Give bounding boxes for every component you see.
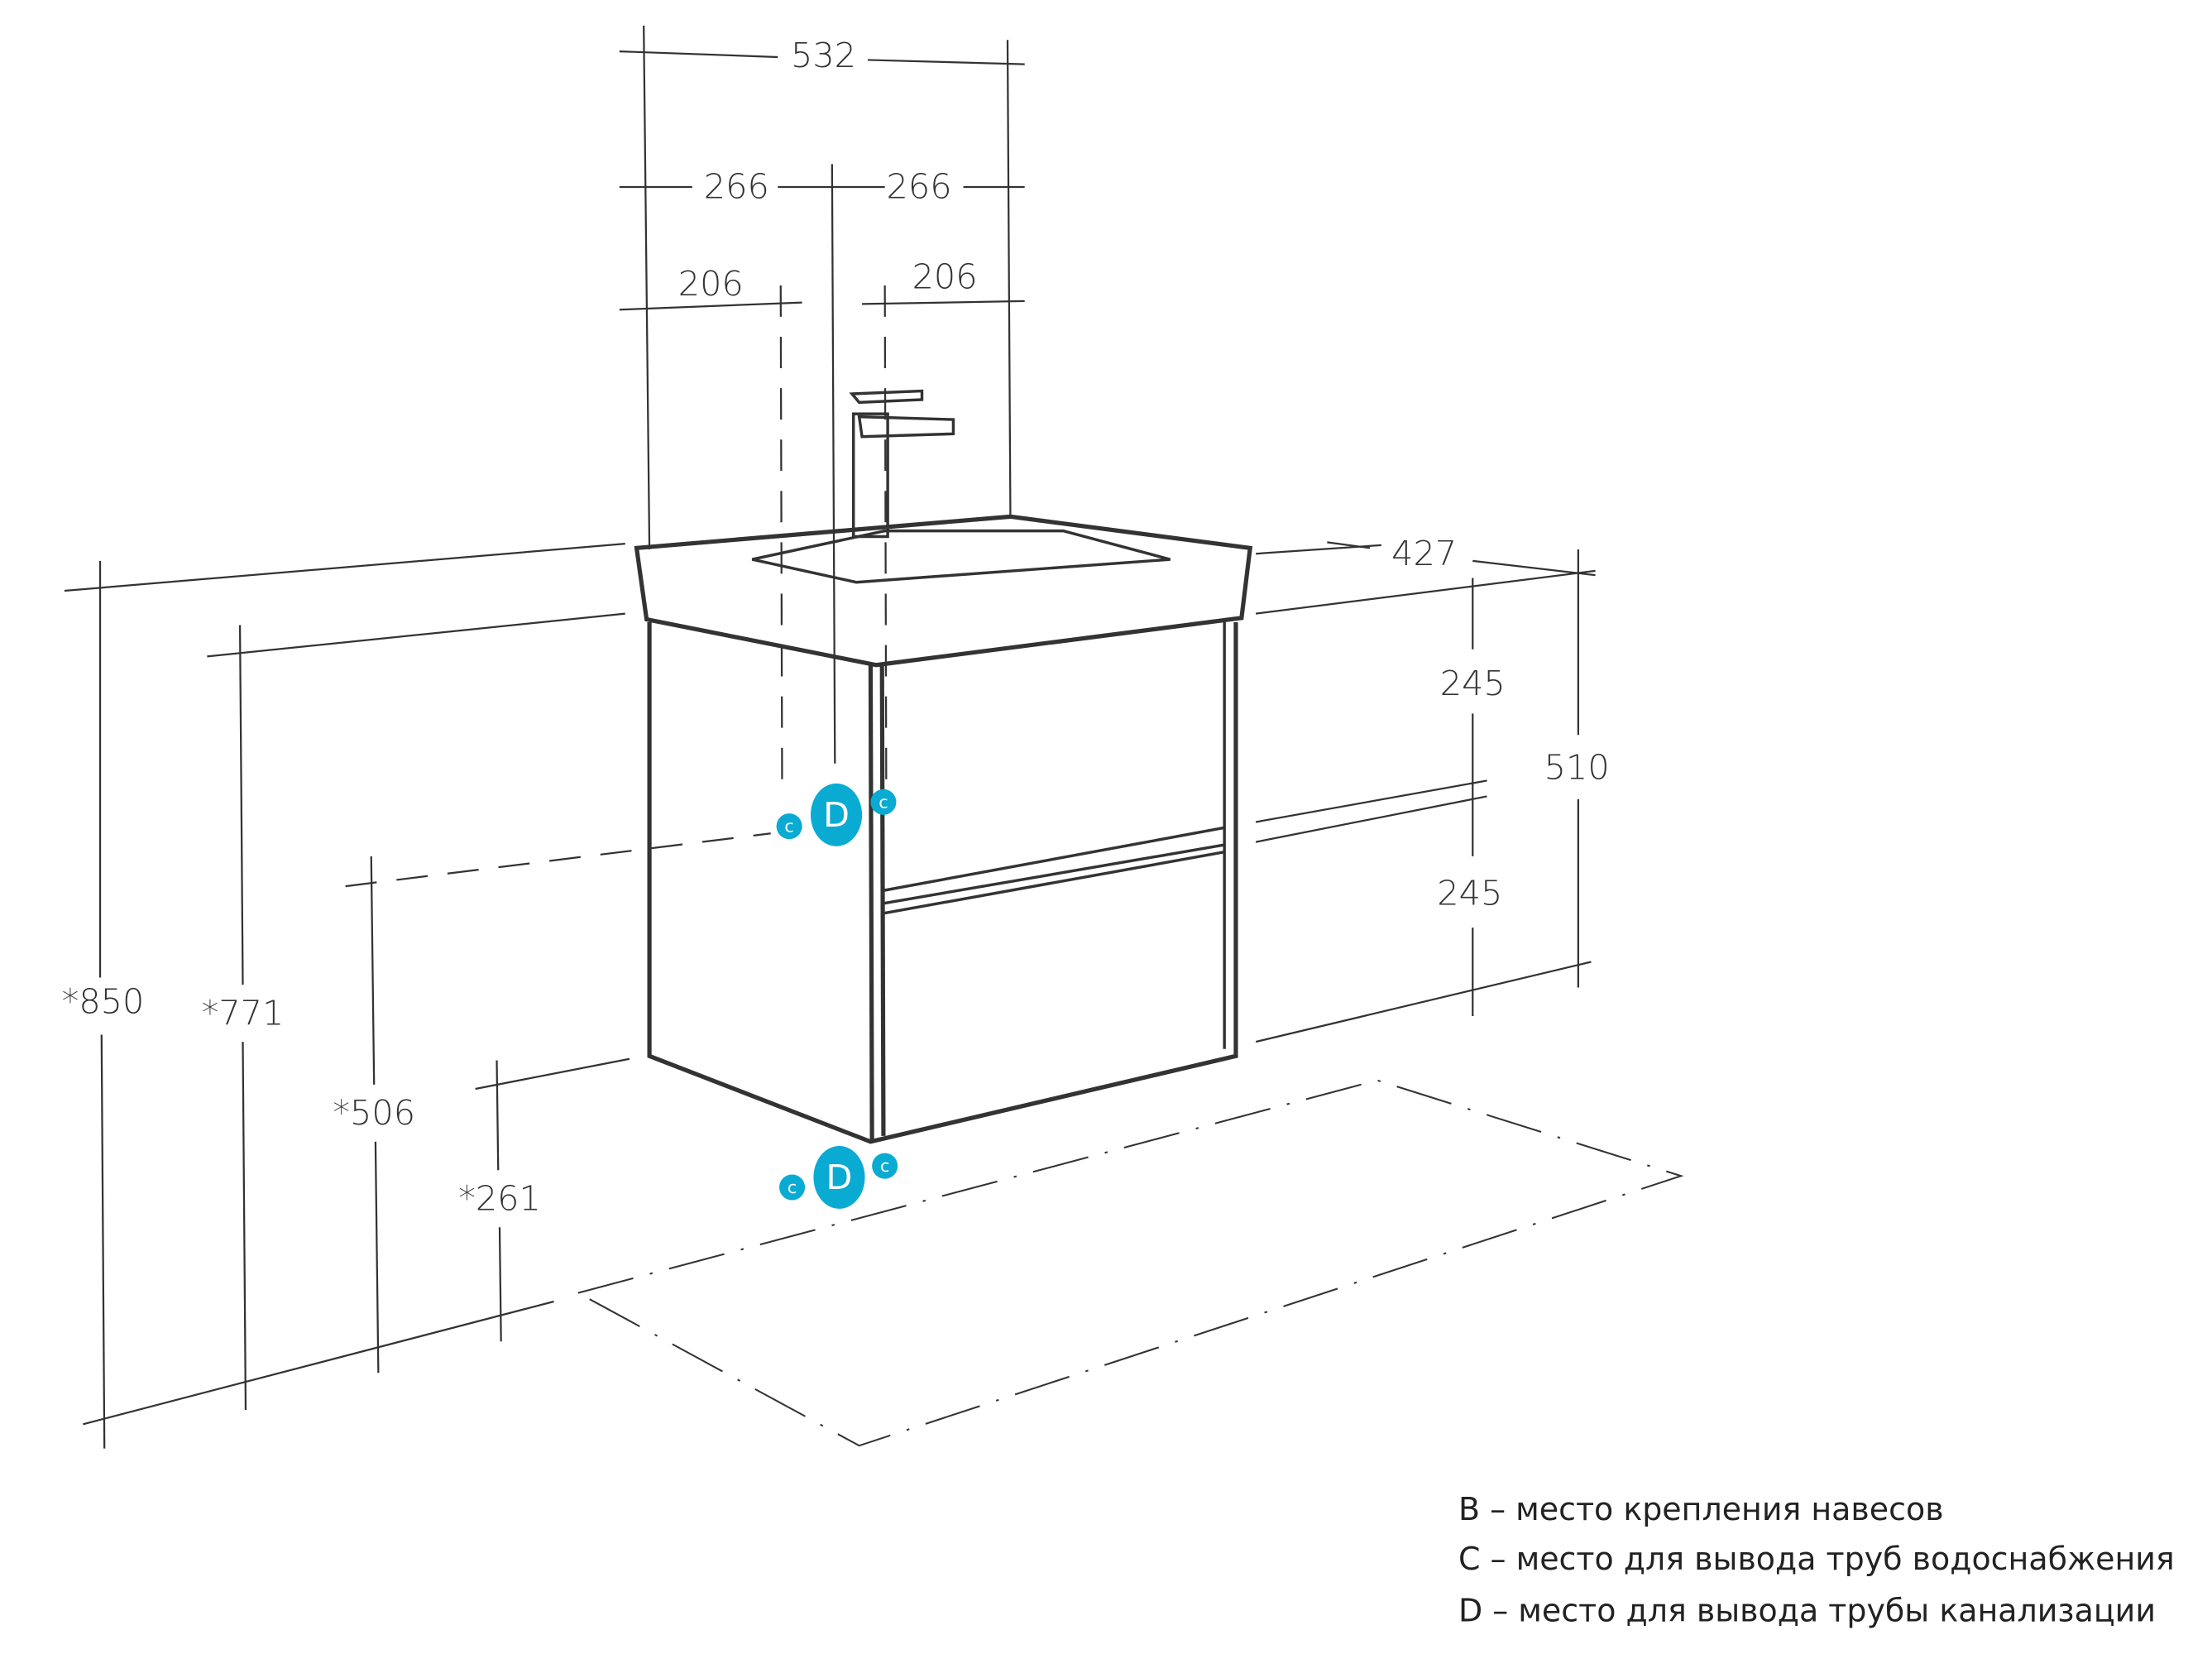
dim-height-261: *261 [458, 1179, 541, 1219]
left-dimensions: *850 *771 *506 *261 [62, 543, 771, 1449]
water-outlet-marker [872, 1153, 898, 1179]
marker-label: c [880, 1156, 889, 1176]
dim-offset-right: 206 [912, 256, 978, 296]
dim-half-left: 266 [704, 167, 769, 207]
dim-height-506: *506 [333, 1093, 415, 1133]
water-outlet-marker [776, 813, 802, 840]
floor-footprint [576, 1079, 1684, 1447]
legend-item-b: B – место крепления навесов [1458, 1491, 1944, 1527]
marker-label: D [826, 1158, 853, 1197]
dim-total-width: 532 [791, 36, 856, 75]
dim-half-right: 266 [887, 167, 952, 207]
legend-item-c: C – место для вывода труб водоснабжения [1458, 1541, 2175, 1577]
marker-label: c [784, 817, 793, 837]
dim-drawer-bottom: 245 [1437, 873, 1502, 913]
water-outlet-marker [870, 789, 897, 815]
water-outlet-marker [779, 1174, 806, 1201]
basin [634, 514, 1253, 668]
outlet-markers-wall: c D c [776, 783, 897, 846]
right-dimensions: 427 245 245 510 [1255, 534, 1610, 1043]
legend-item-d: D – место для вывода трубы канализации [1458, 1592, 2156, 1628]
drain-outlet-marker [810, 783, 863, 846]
dim-offset-left: 206 [678, 264, 744, 304]
dim-height-771: *771 [202, 993, 285, 1033]
marker-label: c [788, 1177, 797, 1197]
outlet-markers-floor: c D c [779, 1145, 898, 1209]
dim-depth: 427 [1391, 534, 1457, 573]
cabinet [647, 621, 1238, 1144]
marker-label: c [879, 792, 888, 812]
faucet [849, 389, 955, 539]
drain-outlet-marker [813, 1145, 865, 1209]
top-dimensions: 532 266 266 206 206 [619, 26, 1025, 793]
dim-cabinet-height: 510 [1544, 748, 1610, 788]
legend: B – место крепления навесов C – место дл… [1458, 1491, 2175, 1628]
dim-drawer-top: 245 [1440, 664, 1506, 703]
dim-height-850: *850 [62, 982, 145, 1022]
marker-label: D [823, 795, 850, 835]
